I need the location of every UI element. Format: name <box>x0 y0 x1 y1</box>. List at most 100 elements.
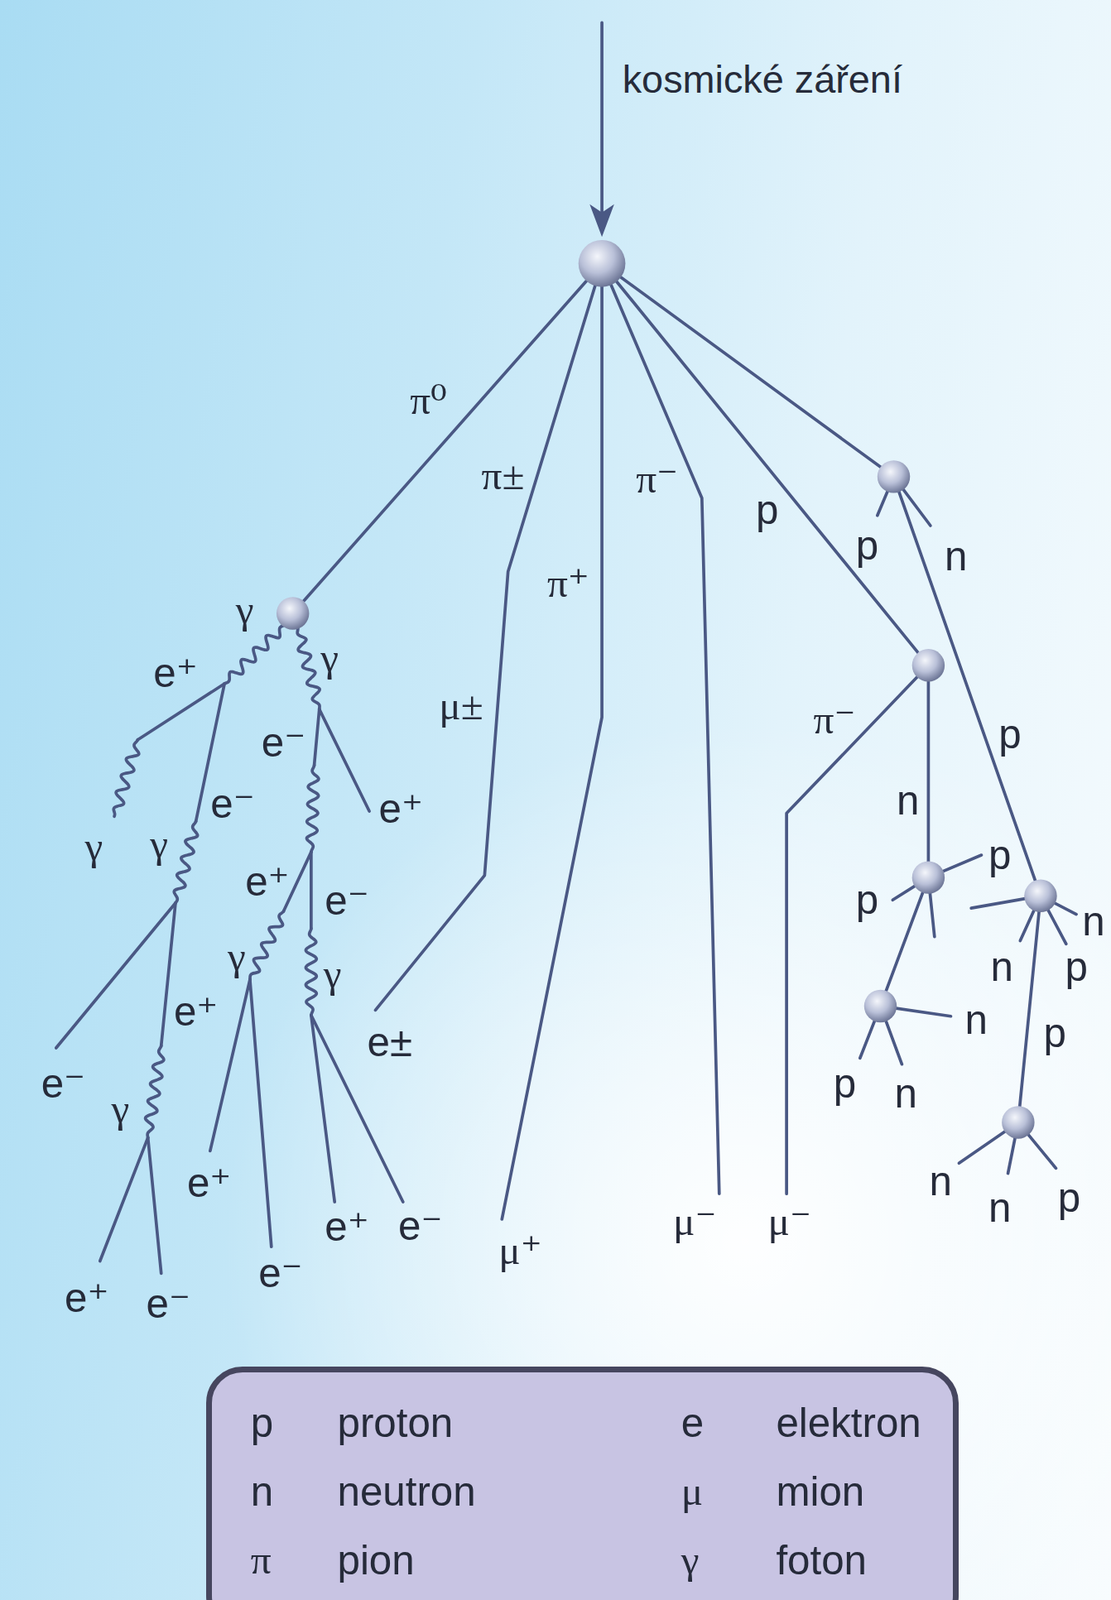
photon-wave <box>306 765 318 853</box>
legend-name: foton <box>775 1540 867 1582</box>
photon-wave <box>173 821 198 904</box>
legend-symbol: n <box>250 1471 274 1512</box>
particle-label: γ <box>323 953 342 995</box>
track-line <box>501 263 602 1220</box>
legend-name: mion <box>775 1471 865 1512</box>
legend-symbol: μ <box>681 1471 703 1512</box>
legend-symbol: p <box>250 1402 274 1443</box>
track-line <box>1018 895 1041 1123</box>
particle-label: e⁻ <box>210 783 255 824</box>
photon-wave <box>113 740 139 817</box>
particle-label: μ⁻ <box>768 1202 812 1243</box>
particle-label: n <box>990 947 1013 988</box>
particle-label: e⁺ <box>173 991 218 1033</box>
legend-name: proton <box>336 1402 453 1443</box>
particle-label: n <box>894 1072 918 1114</box>
particle-label: n <box>965 1000 988 1041</box>
particle-label: e⁺ <box>324 1207 369 1248</box>
legend-symbol: γ <box>681 1540 700 1582</box>
collision-sphere <box>1024 880 1057 913</box>
particle-label: p <box>1043 1013 1067 1054</box>
collision-sphere <box>877 460 910 493</box>
particle-label: n <box>944 535 967 577</box>
particle-label: n <box>896 780 919 822</box>
photon-wave <box>297 627 320 710</box>
particle-label: π± <box>481 456 525 497</box>
photon-wave <box>145 1045 164 1138</box>
photon-wave <box>250 911 284 981</box>
legend-box: pprotoneelektronnneutronμmionπpionγfoton <box>206 1366 959 1600</box>
legend-name: elektron <box>775 1402 921 1443</box>
collision-sphere <box>276 596 309 630</box>
particle-label: e⁻ <box>324 880 369 921</box>
particle-label: p <box>833 1062 857 1104</box>
particle-label: n <box>928 1160 952 1202</box>
particle-label: p <box>1064 947 1087 988</box>
particle-label: e⁻ <box>41 1062 86 1104</box>
track-line <box>880 877 929 1006</box>
particle-label: e⁻ <box>398 1206 443 1247</box>
track-line <box>100 1137 149 1261</box>
arrow-head <box>589 204 615 237</box>
particle-label: p <box>856 879 879 920</box>
particle-label: γ <box>320 637 339 679</box>
photon-waves <box>113 625 320 1139</box>
particle-label: π⁻ <box>635 459 679 501</box>
track-line <box>601 263 894 477</box>
particle-label: γ <box>235 589 255 631</box>
particle-label: p <box>856 525 879 567</box>
track-line <box>601 263 720 1194</box>
collision-sphere <box>578 240 626 288</box>
legend-name: neutron <box>336 1471 476 1512</box>
particle-label: e± <box>367 1022 413 1063</box>
particle-label: μ⁻ <box>673 1202 717 1243</box>
collision-sphere <box>912 860 945 894</box>
track-line <box>309 851 313 929</box>
track-line <box>786 665 929 1194</box>
particle-label: μ⁺ <box>498 1230 542 1271</box>
particle-label: e⁺ <box>379 788 424 830</box>
track-line <box>250 979 272 1247</box>
particle-label: n <box>1082 900 1105 942</box>
track-line <box>293 263 602 614</box>
title-label: kosmické záření <box>622 60 903 100</box>
particle-label: p <box>988 834 1011 876</box>
particle-label: e⁺ <box>187 1163 231 1204</box>
particle-label: e⁺ <box>153 653 198 694</box>
particle-label: γ <box>84 826 103 867</box>
collision-sphere <box>912 649 945 682</box>
track-line <box>927 665 931 878</box>
track-line <box>601 263 929 666</box>
particle-label: p <box>755 490 779 531</box>
particle-label: μ± <box>438 685 483 727</box>
particle-label: e⁻ <box>258 1252 303 1294</box>
track-line <box>148 1137 162 1274</box>
particle-label: p <box>998 714 1021 756</box>
particle-label: π⁰ <box>409 380 448 422</box>
track-line <box>311 1015 335 1203</box>
track-line <box>375 263 602 1010</box>
particle-label: p <box>1058 1177 1081 1218</box>
photon-wave <box>224 625 286 684</box>
particle-label: e⁺ <box>245 860 289 902</box>
collision-sphere <box>864 990 897 1023</box>
legend-symbol: π <box>250 1540 272 1582</box>
particle-label: γ <box>227 936 246 977</box>
track-line <box>56 903 176 1049</box>
particle-label: e⁺ <box>64 1277 109 1318</box>
particle-label: n <box>988 1187 1011 1228</box>
photon-wave <box>305 928 317 1016</box>
track-line <box>161 903 176 1047</box>
track-line <box>894 476 1041 896</box>
legend-symbol: e <box>681 1402 704 1443</box>
incoming-ray <box>600 22 604 217</box>
particle-label: γ <box>111 1088 130 1130</box>
collision-sphere <box>1001 1106 1035 1139</box>
particle-label: γ <box>149 824 169 866</box>
particle-label: π⁺ <box>547 562 590 604</box>
particle-label: π⁻ <box>813 699 857 741</box>
track-line <box>319 709 370 812</box>
particle-label: e⁻ <box>261 721 306 763</box>
